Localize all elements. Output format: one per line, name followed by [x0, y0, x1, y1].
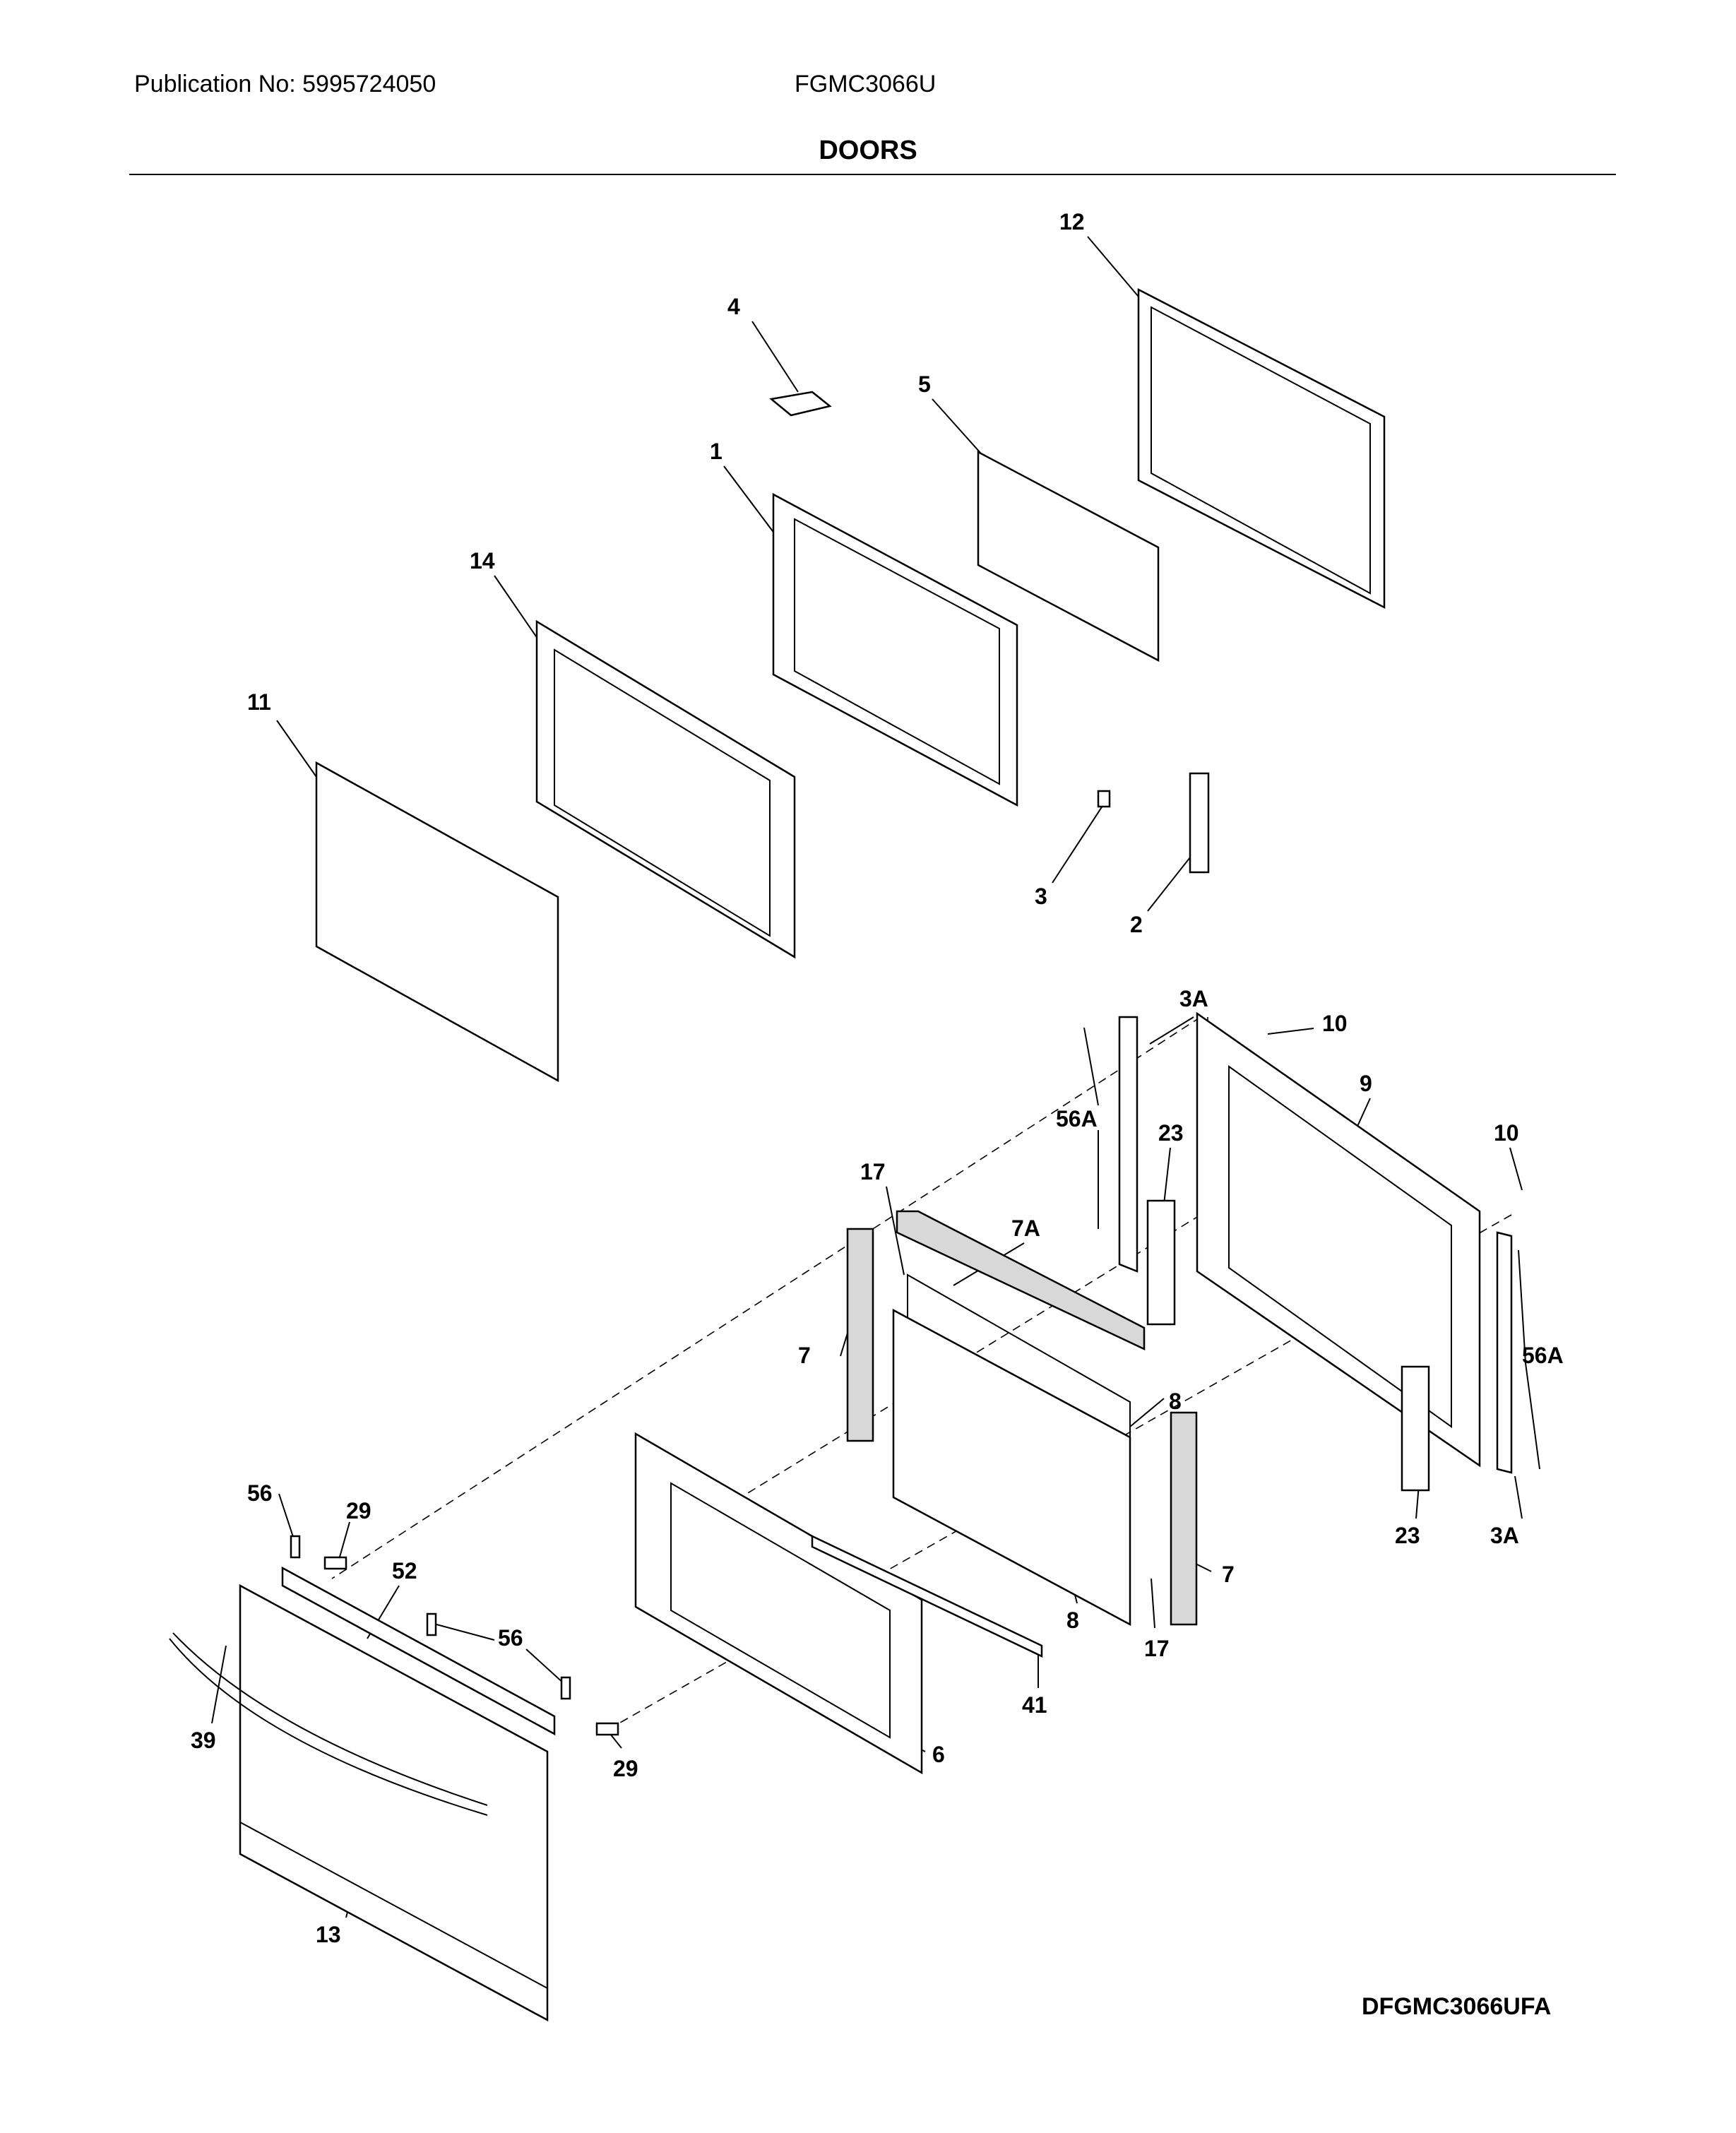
callout-label: 10: [1322, 1011, 1348, 1036]
callout-label: 2: [1130, 912, 1143, 937]
callout-label: 3A: [1490, 1523, 1519, 1548]
callout-label: 9: [1360, 1071, 1372, 1096]
diagram-code: DFGMC3066UFA: [1362, 1993, 1552, 2020]
part-7A-top-insulation: [896, 1210, 1146, 1350]
part-39-handle: [169, 1632, 488, 1816]
callout-label: 56A: [1056, 1106, 1098, 1131]
callout-label: 10: [1494, 1120, 1519, 1146]
callout-label: 4: [727, 294, 740, 319]
part-56-29-fasteners: [290, 1535, 619, 1736]
callout-label: 23: [1158, 1120, 1184, 1146]
callout-label: 17: [860, 1159, 886, 1184]
callout-label: 8: [1169, 1389, 1182, 1414]
publication-number: Publication No: 5995724050: [134, 71, 436, 97]
part-1-door-liner-frame: [772, 492, 1018, 807]
page-title: DOORS: [819, 136, 917, 165]
callout-label: 5: [918, 372, 931, 397]
callout-label: 41: [1022, 1692, 1047, 1718]
model-number: FGMC3066U: [795, 71, 937, 97]
callout-label: 13: [316, 1922, 341, 1947]
callout-label: 11: [247, 689, 271, 715]
part-3A-side-strips: [1118, 1016, 1513, 1474]
part-8-inner-glass: [892, 1308, 1131, 1627]
callout-label: 23: [1395, 1523, 1420, 1548]
callout-label: 7: [798, 1343, 811, 1368]
part-4-hinge-bracket: [769, 391, 832, 417]
callout-label: 8: [1066, 1608, 1079, 1633]
callout-label: 6: [932, 1742, 945, 1767]
callout-label: 39: [191, 1728, 216, 1753]
callout-label: 7A: [1011, 1216, 1040, 1241]
part-2-latch: [1189, 772, 1210, 874]
part-52-top-trim: [281, 1566, 556, 1736]
callout-label: 3A: [1179, 986, 1208, 1011]
callout-label: 14: [470, 548, 495, 574]
part-3-clip: [1097, 790, 1111, 808]
callout-label: 52: [392, 1558, 417, 1584]
part-23-hinges: [1146, 1199, 1430, 1492]
header-divider: [129, 174, 1616, 175]
callout-label: 56A: [1522, 1343, 1564, 1368]
part-14-door-outer-panel: [535, 619, 796, 959]
callout-label: 1: [710, 439, 723, 464]
leader-lines: [211, 236, 1540, 1918]
part-7-insulation-strips: [846, 1228, 1198, 1626]
part-41-channel: [811, 1535, 1043, 1658]
callout-label: 12: [1059, 209, 1085, 234]
callout-label: 29: [613, 1756, 638, 1781]
callout-label: 17: [1144, 1636, 1170, 1661]
part-6-door-liner: [634, 1432, 923, 1775]
callout-label: 56: [247, 1480, 273, 1506]
callout-label: 7: [1222, 1562, 1235, 1587]
part-13-outer-door-panel: [239, 1584, 549, 2022]
callout-label: 3: [1035, 884, 1047, 909]
part-5-glass-panel: [977, 450, 1160, 663]
callout-labels: 12 4 5 1 14 11 3 2 3A 10 9 56A 23 10 17 …: [191, 209, 1564, 1947]
part-9-inner-door: [1196, 1011, 1481, 1468]
callout-label: 56: [498, 1625, 523, 1651]
callout-label: 29: [346, 1498, 371, 1523]
part-11-outer-glass: [315, 761, 559, 1083]
part-12-inner-door-frame: [1137, 287, 1386, 610]
